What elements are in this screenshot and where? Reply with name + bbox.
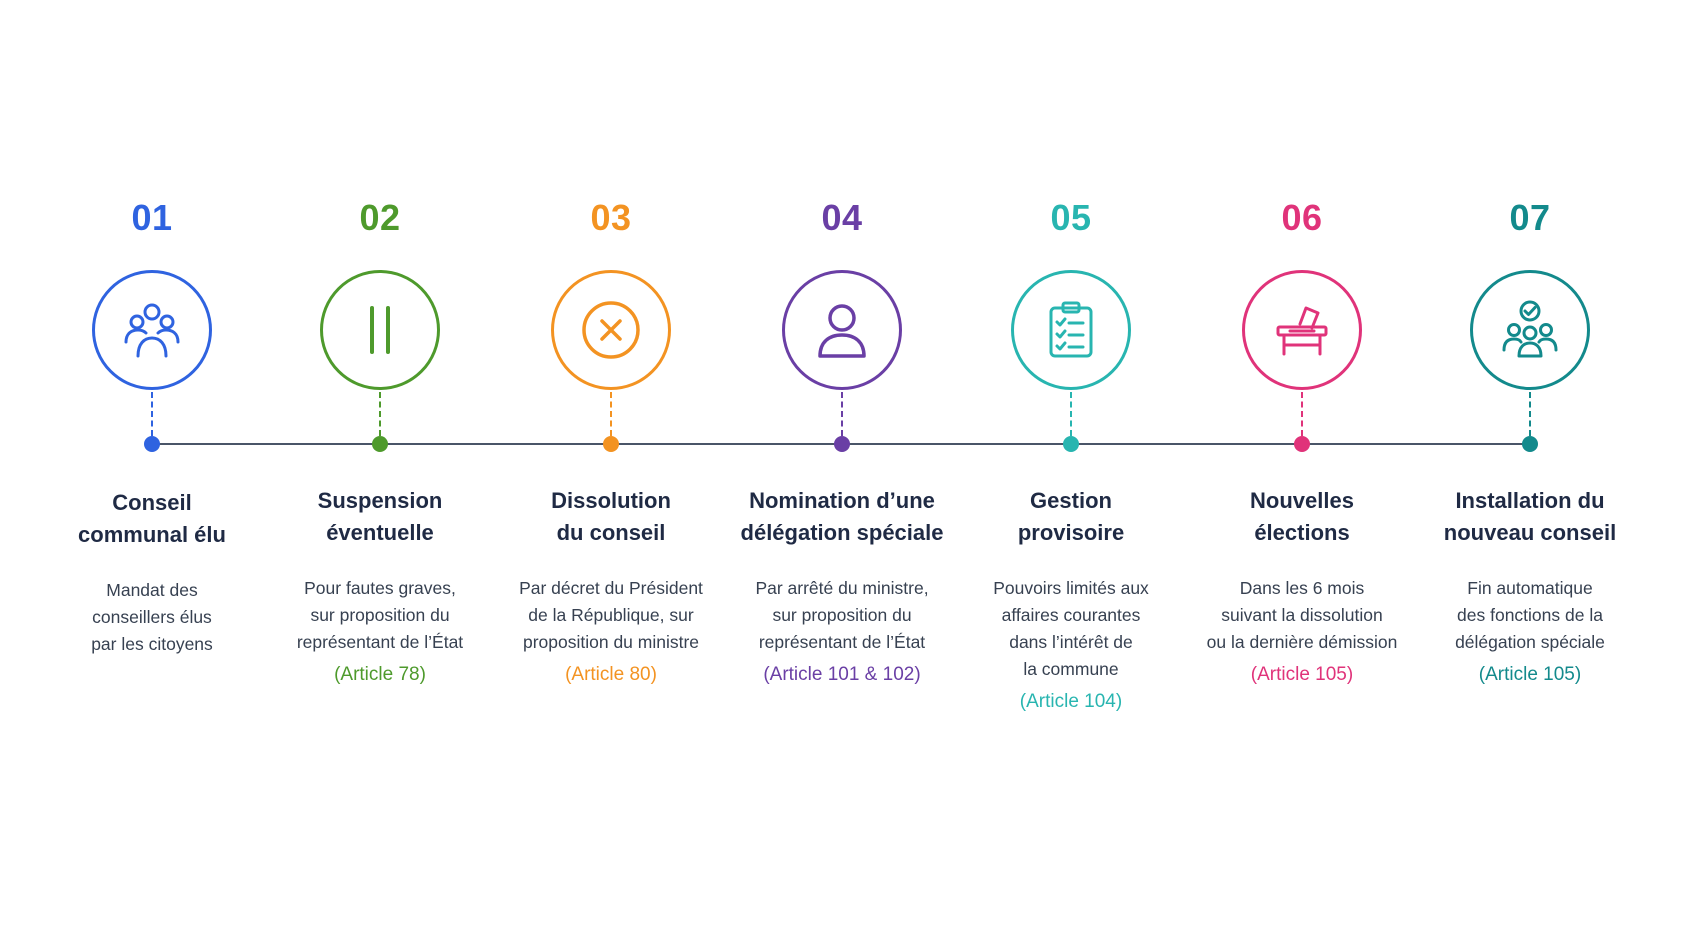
- step-number: 02: [359, 197, 401, 238]
- step-connector: [1301, 392, 1303, 436]
- timeline-step-04: 04 Nomination d’une délégation spéciale …: [727, 0, 957, 929]
- step-reference: (Article 101 & 102): [763, 664, 921, 685]
- step-description: Par arrêté du ministre, sur proposition …: [755, 578, 929, 652]
- step-description: Par décret du Président de la République…: [519, 578, 703, 652]
- clipboard-checklist-icon: [1049, 301, 1093, 358]
- step-description: Fin automatique des fonctions de la délé…: [1455, 578, 1605, 652]
- step-connector: [151, 392, 153, 436]
- step-icon-circle: [320, 270, 440, 390]
- timeline-dot: [144, 436, 160, 452]
- step-icon-circle: [1011, 270, 1131, 390]
- step-title: Dissolution du conseil: [551, 488, 671, 545]
- step-number: 07: [1509, 197, 1551, 238]
- timeline-step-02: 02 Suspension éventuelle Pour fautes gra…: [265, 0, 495, 929]
- timeline-step-07: 07 Installation du nouveau conseil Fin a…: [1415, 0, 1645, 929]
- timeline-dot: [603, 436, 619, 452]
- timeline-step-03: 03 Dissolution du conseil Par décret du …: [496, 0, 726, 929]
- step-title: Conseil communal élu: [78, 490, 226, 547]
- step-title: Nomination d’une délégation spéciale: [740, 488, 944, 545]
- step-number: 01: [131, 197, 173, 238]
- step-title: Installation du nouveau conseil: [1443, 488, 1617, 545]
- step-number: 03: [590, 197, 632, 238]
- timeline-step-06: 06 Nouvelles élections Dans les 6 mois s…: [1187, 0, 1417, 929]
- step-connector: [1070, 392, 1072, 436]
- people-group-icon: [124, 303, 180, 358]
- step-reference: (Article 78): [334, 664, 426, 685]
- step-icon-circle: [1470, 270, 1590, 390]
- step-description: Mandat des conseillers élus par les cito…: [91, 580, 213, 654]
- step-description: Dans les 6 mois suivant la dissolution o…: [1206, 578, 1398, 652]
- step-icon-circle: [1242, 270, 1362, 390]
- step-reference: (Article 104): [1019, 691, 1123, 712]
- timeline-step-01: 01 Conseil communal élu Mandat des conse…: [37, 0, 267, 929]
- step-description: Pour fautes graves, sur proposition du r…: [296, 578, 464, 652]
- step-reference: (Article 80): [565, 664, 657, 685]
- timeline-dot: [834, 436, 850, 452]
- step-number: 04: [821, 197, 863, 238]
- step-reference: (Article 105): [1478, 664, 1582, 685]
- timeline-dot: [1522, 436, 1538, 452]
- step-title: Gestion provisoire: [1017, 488, 1125, 545]
- step-connector: [610, 392, 612, 436]
- step-connector: [1529, 392, 1531, 436]
- step-title: Suspension éventuelle: [317, 488, 443, 545]
- step-icon-circle: [782, 270, 902, 390]
- timeline-dot: [372, 436, 388, 452]
- step-connector: [841, 392, 843, 436]
- pause-icon: [370, 306, 390, 354]
- ballot-box-icon: [1276, 306, 1328, 356]
- timeline-dot: [1294, 436, 1310, 452]
- close-circle-icon: [582, 301, 640, 359]
- step-connector: [379, 392, 381, 436]
- team-check-icon: [1502, 300, 1558, 358]
- step-description: Pouvoirs limités aux affaires courantes …: [993, 578, 1149, 679]
- step-number: 06: [1281, 197, 1323, 238]
- timeline-step-05: 05 Gestion provisoire Pouvoirs limités a…: [956, 0, 1186, 929]
- step-icon-circle: [551, 270, 671, 390]
- step-reference: (Article 105): [1250, 664, 1354, 685]
- timeline-dot: [1063, 436, 1079, 452]
- step-icon-circle: [92, 270, 212, 390]
- step-number: 05: [1050, 197, 1092, 238]
- step-title: Nouvelles élections: [1250, 488, 1354, 545]
- user-icon: [818, 304, 866, 358]
